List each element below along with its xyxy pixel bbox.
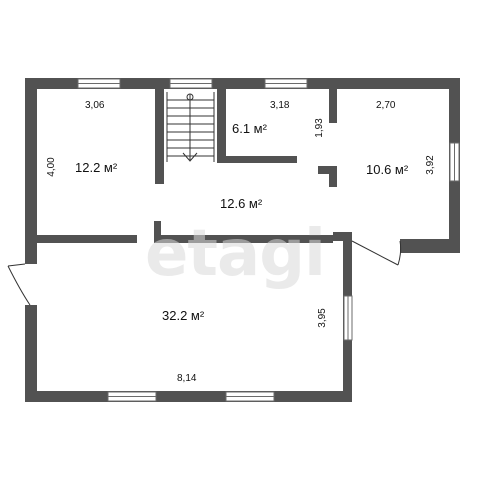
interior-walls xyxy=(37,89,337,243)
window-bottom-1 xyxy=(107,391,157,402)
staircase xyxy=(166,92,215,162)
hall-corner-wall xyxy=(333,232,352,241)
dim-left-room-width: 3,06 xyxy=(85,100,105,111)
watermark: etagi xyxy=(145,217,325,291)
right-room-stub xyxy=(318,166,337,174)
bath-area: 6.1 м² xyxy=(232,121,268,136)
dim-living-height: 3,95 xyxy=(317,308,328,328)
windows xyxy=(77,78,460,402)
top-wall xyxy=(25,78,460,89)
bottom-wall xyxy=(25,391,352,402)
right-room-left-wall-lower xyxy=(329,166,337,187)
hall-area: 12.6 м² xyxy=(220,196,263,211)
window-bottom-2 xyxy=(225,391,275,402)
dim-bath-height: 1,93 xyxy=(314,118,325,138)
window-living-right xyxy=(343,295,353,341)
stair-left-wall xyxy=(155,89,164,184)
left-upper-wall xyxy=(25,78,37,264)
stair-start-circle xyxy=(186,93,194,101)
doors xyxy=(7,240,402,306)
entry-door-leaf xyxy=(7,263,26,267)
stair-right-wall xyxy=(217,89,226,162)
stair-arrow-head xyxy=(182,152,198,162)
hall-divider-wall-right xyxy=(154,235,333,243)
window-top-1 xyxy=(77,78,121,89)
dim-left-room-height: 4,00 xyxy=(46,157,57,177)
dim-bath-width: 3,18 xyxy=(270,100,290,111)
left-lower-wall xyxy=(25,305,37,401)
right-room-left-wall-upper xyxy=(329,89,337,123)
entry-door-swing xyxy=(7,265,31,306)
dim-right-room-height: 3,92 xyxy=(425,155,436,175)
room-left-area: 12.2 м² xyxy=(75,160,118,175)
right-bottom-wall xyxy=(400,239,460,253)
living-area: 32.2 м² xyxy=(162,308,205,323)
room-right-area: 10.6 м² xyxy=(366,162,409,177)
right-door-swing xyxy=(397,240,402,266)
window-top-3 xyxy=(264,78,308,89)
hall-divider-wall xyxy=(37,235,137,243)
window-right xyxy=(449,142,460,182)
dim-right-room-width: 2,70 xyxy=(376,100,396,111)
window-top-2 xyxy=(169,78,213,89)
dim-living-width: 8,14 xyxy=(177,373,197,384)
hall-divider-stub xyxy=(154,221,161,243)
right-door-leaf xyxy=(351,240,399,266)
bath-bottom-wall xyxy=(217,156,297,163)
